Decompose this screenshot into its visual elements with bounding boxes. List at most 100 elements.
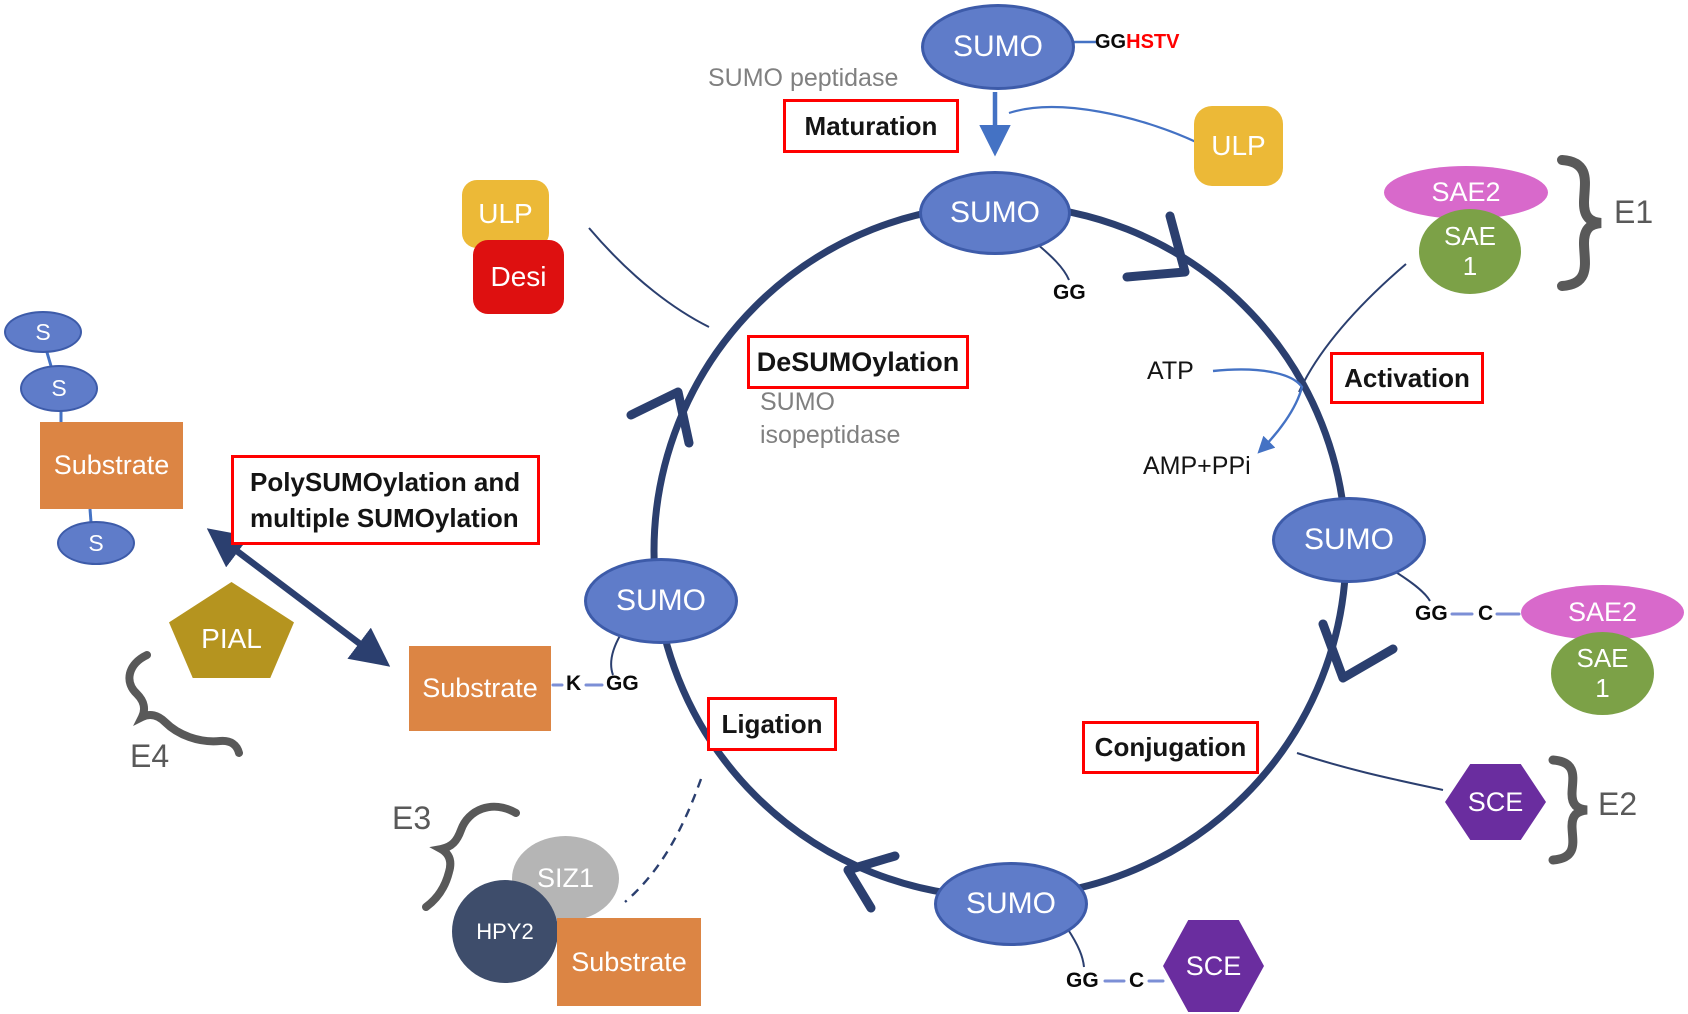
polysumoylation-line1: PolySUMOylation and — [250, 466, 521, 497]
substrate-node-e3: Substrate — [557, 918, 701, 1006]
polysumoylation-line2: multiple SUMOylation — [250, 503, 519, 533]
sae1-right-line1: SAE — [1576, 642, 1629, 673]
sumo-cycle-top-label: SUMO — [950, 196, 1040, 230]
cycle-circle — [650, 201, 1350, 901]
s3-label: S — [88, 529, 104, 556]
gg-mature-label: GG — [1053, 281, 1086, 305]
sumo-peptidase-note: SUMO peptidase — [708, 62, 898, 95]
sce-bottom-label: SCE — [1185, 950, 1242, 981]
e2-brace — [1548, 755, 1588, 865]
e1-text: E1 — [1614, 194, 1654, 230]
sae1-node-top: SAE 1 — [1419, 209, 1521, 294]
e2-label: E2 — [1598, 786, 1637, 823]
c-bottom-label: C — [1129, 969, 1144, 993]
gg-right-text: GG — [1415, 602, 1448, 625]
conjugation-label: Conjugation — [1094, 732, 1247, 762]
substrate-node-poly: Substrate — [40, 422, 183, 509]
k-left-label: K — [566, 672, 581, 696]
activation-label: Activation — [1344, 362, 1470, 393]
substrate-ligation-label: Substrate — [422, 673, 538, 704]
sumo-cycle-right-node: SUMO — [1272, 497, 1426, 583]
sce-node-bottom: SCE — [1163, 920, 1264, 1012]
substrate-poly-label: Substrate — [53, 450, 170, 481]
s2-label: S — [51, 375, 67, 402]
k-left-text: K — [566, 672, 582, 695]
sae1-right-line2: 1 — [1595, 672, 1610, 703]
e3-brace — [422, 802, 520, 911]
cycle-arrowhead-bottom — [843, 851, 900, 913]
sae2-node-right: SAE2 — [1521, 585, 1684, 640]
sce-node-right: SCE — [1445, 764, 1546, 840]
sae1-top-line1: SAE — [1443, 220, 1497, 251]
gghstv-label: GGHSTV — [1095, 31, 1179, 54]
isopeptidase-line1: SUMO — [760, 388, 835, 416]
gg-left-label: GG — [606, 672, 639, 696]
sumo-free-node: SUMO — [921, 4, 1075, 90]
sumo-cycle-right-label: SUMO — [1304, 523, 1394, 557]
ulp-node-left: ULP — [462, 180, 549, 248]
ulp-left-label: ULP — [478, 198, 533, 230]
e2-text: E2 — [1598, 786, 1638, 822]
sumo-cycle-left-node: SUMO — [584, 558, 738, 644]
sumo-isopeptidase-note: SUMO isopeptidase — [760, 386, 900, 452]
s-node-1: S — [4, 311, 82, 353]
sae1-to-cycle-curve — [1298, 263, 1407, 393]
ligation-dashed-curve — [624, 778, 703, 903]
s-node-2: S — [20, 365, 98, 412]
sumo-cycle-left-label: SUMO — [616, 584, 706, 618]
s1-label: S — [35, 318, 51, 345]
gg-left-text: GG — [606, 672, 639, 695]
desumoylation-stage-box: DeSUMOylation — [747, 335, 969, 389]
e3-label: E3 — [392, 800, 431, 837]
substrate-node-ligation: Substrate — [409, 646, 551, 731]
substrate-s3-link — [88, 508, 93, 523]
sumo-bottom-gg-curve — [1066, 927, 1085, 968]
pial-label: PIAL — [201, 623, 262, 655]
e4-brace — [125, 651, 243, 757]
sae2-right-label: SAE2 — [1567, 597, 1638, 628]
hpy2-label: HPY2 — [476, 918, 534, 944]
substrate-e3-label: Substrate — [571, 946, 687, 977]
polysumoylation-double-arrow — [206, 528, 391, 667]
sumo-cycle-bottom-label: SUMO — [966, 887, 1056, 921]
polysumoylation-stage-box: PolySUMOylation and multiple SUMOylation — [231, 455, 540, 545]
maturation-label: Maturation — [804, 110, 938, 141]
amp-ppi-text: AMP+PPi — [1143, 452, 1251, 480]
cycle-arrowhead-left — [626, 387, 694, 448]
desumoylation-label: DeSUMOylation — [756, 346, 960, 377]
atp-to-amp-arrow — [1212, 368, 1304, 454]
sumo-cycle-top-node: SUMO — [919, 171, 1071, 255]
amp-ppi-label: AMP+PPi — [1143, 452, 1251, 481]
gg-prefix-text: GG — [1095, 31, 1127, 53]
atp-label: ATP — [1147, 357, 1194, 386]
sae1-top-line2: 1 — [1462, 250, 1478, 281]
ulp-top-label: ULP — [1211, 130, 1266, 162]
maturation-stage-box: Maturation — [783, 99, 959, 153]
sae1-node-right: SAE 1 — [1551, 632, 1654, 715]
gg-bottom-label: GG — [1066, 969, 1099, 993]
cycle-arrowhead-right — [1318, 619, 1398, 683]
isopeptidase-line2: isopeptidase — [760, 421, 901, 449]
gg-mature-text: GG — [1053, 281, 1086, 304]
desi-to-cycle-curve — [588, 227, 710, 328]
cycle-arrowhead-top-right — [1122, 211, 1190, 282]
cycle-to-sce-curve — [1296, 752, 1444, 791]
hstv-text: HSTV — [1126, 31, 1180, 53]
activation-stage-box: Activation — [1330, 352, 1484, 404]
c-bottom-text: C — [1129, 969, 1145, 992]
ligation-label: Ligation — [721, 708, 823, 739]
gg-bottom-text: GG — [1066, 969, 1099, 992]
desi-label: Desi — [490, 261, 547, 293]
atp-text: ATP — [1147, 357, 1194, 385]
ligation-stage-box: Ligation — [707, 697, 837, 751]
sumo-free-label: SUMO — [953, 30, 1043, 64]
hpy2-node: HPY2 — [452, 880, 558, 983]
sae2-top-label: SAE2 — [1431, 177, 1501, 208]
e1-label: E1 — [1614, 194, 1653, 231]
e1-brace — [1557, 155, 1602, 291]
ulp-maturation-curve — [1008, 106, 1197, 143]
c-right-text: C — [1478, 602, 1494, 625]
ulp-node-top: ULP — [1194, 106, 1283, 186]
sumo-cycle-bottom-node: SUMO — [934, 862, 1088, 946]
